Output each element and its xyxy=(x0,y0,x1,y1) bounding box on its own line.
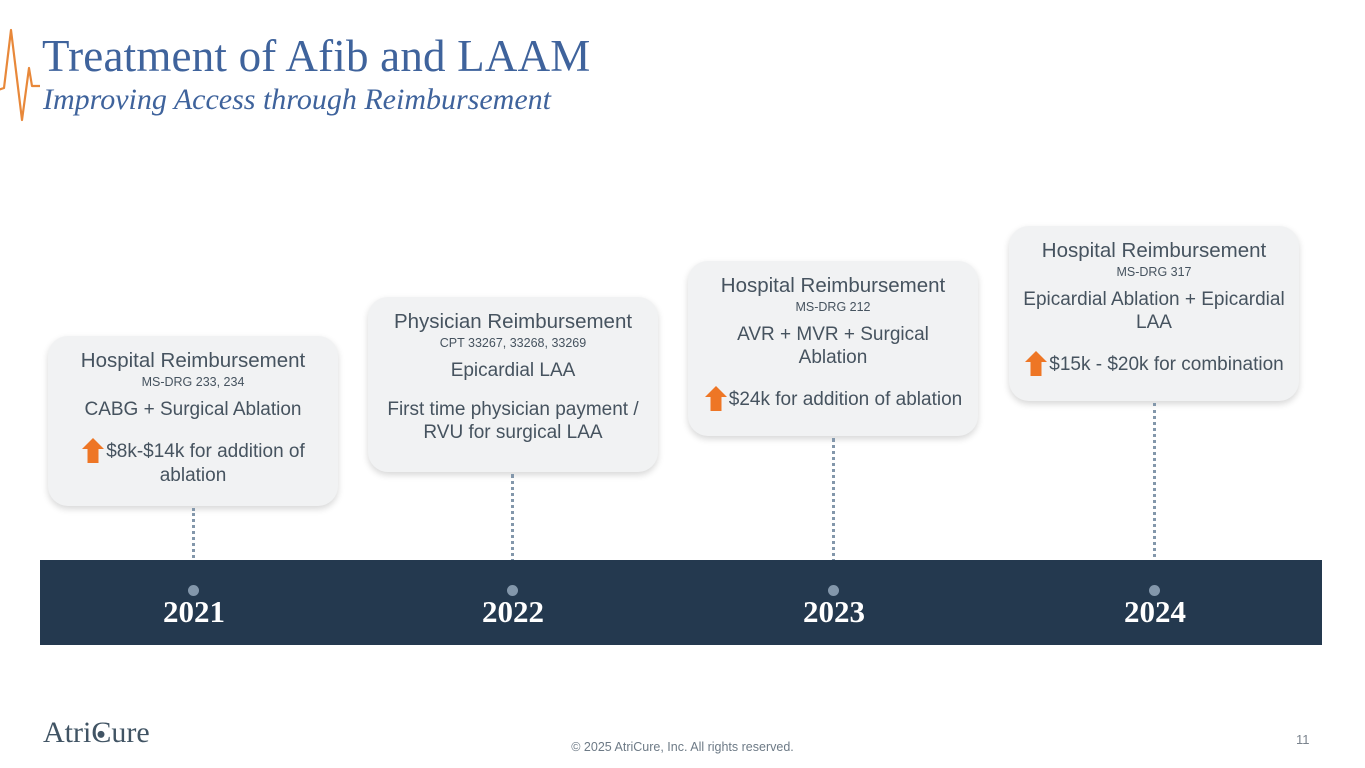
card-title: Hospital Reimbursement xyxy=(1041,239,1267,262)
timeline-card-2023: Hospital Reimbursement MS-DRG 212 AVR + … xyxy=(688,261,978,436)
card-procedure: AVR + MVR + Surgical Ablation xyxy=(737,324,929,368)
up-arrow-icon xyxy=(82,438,105,463)
connector-line-2022 xyxy=(511,474,514,588)
timeline-year-2024: 2024 xyxy=(1124,594,1186,629)
ekg-waveform-icon xyxy=(0,28,40,122)
card-title: Hospital Reimbursement xyxy=(80,349,306,372)
card-title: Hospital Reimbursement xyxy=(720,274,946,297)
logo-dot-icon xyxy=(97,730,105,738)
up-arrow-icon xyxy=(704,386,727,411)
up-arrow-icon xyxy=(1025,351,1048,376)
card-code: MS-DRG 317 xyxy=(1116,265,1192,279)
card-note-text: $15k - $20k for combination xyxy=(1049,354,1284,375)
timeline-card-2024: Hospital Reimbursement MS-DRG 317 Epicar… xyxy=(1009,226,1299,401)
connector-line-2024 xyxy=(1153,403,1156,588)
timeline-dot-2021 xyxy=(188,585,199,596)
timeline-year-2021: 2021 xyxy=(163,594,225,629)
page-number: 11 xyxy=(1296,732,1310,747)
card-note: $8k-$14k for addition of ablation xyxy=(62,437,324,487)
logo-c-mark: C xyxy=(91,714,111,752)
timeline-card-2021: Hospital Reimbursement MS-DRG 233, 234 C… xyxy=(48,336,338,506)
card-note-text: $24k for addition of ablation xyxy=(728,389,963,410)
timeline-dot-2024 xyxy=(1149,585,1160,596)
page-subtitle: Improving Access through Reimbursement xyxy=(43,83,551,116)
copyright-notice: © 2025 AtriCure, Inc. All rights reserve… xyxy=(571,740,794,754)
logo-text-part1: Atri xyxy=(43,716,92,749)
card-procedure: Epicardial Ablation + Epicardial LAA xyxy=(1023,289,1285,333)
card-note-text: $8k-$14k for addition of ablation xyxy=(106,441,305,486)
timeline-bar xyxy=(40,560,1322,645)
timeline-year-2023: 2023 xyxy=(803,594,865,629)
timeline-card-2022: Physician Reimbursement CPT 33267, 33268… xyxy=(368,297,658,472)
card-procedure: CABG + Surgical Ablation xyxy=(84,399,302,420)
page-title: Treatment of Afib and LAAM xyxy=(42,31,591,81)
card-code: MS-DRG 233, 234 xyxy=(141,375,245,389)
logo-text-part2: ure xyxy=(111,716,150,749)
card-note: $15k - $20k for combination xyxy=(1023,350,1285,377)
connector-line-2021 xyxy=(192,508,195,588)
timeline-year-2022: 2022 xyxy=(482,594,544,629)
card-code: MS-DRG 212 xyxy=(795,300,871,314)
timeline-dot-2023 xyxy=(828,585,839,596)
card-title: Physician Reimbursement xyxy=(393,310,633,333)
card-note-text: First time physician payment / RVU for s… xyxy=(387,399,639,443)
card-procedure: Epicardial LAA xyxy=(450,360,576,381)
card-code: CPT 33267, 33268, 33269 xyxy=(439,336,587,350)
card-note: First time physician payment / RVU for s… xyxy=(382,398,644,444)
card-note: $24k for addition of ablation xyxy=(702,385,964,412)
connector-line-2023 xyxy=(832,438,835,588)
atricure-logo: AtriCure xyxy=(43,714,150,752)
timeline-dot-2022 xyxy=(507,585,518,596)
